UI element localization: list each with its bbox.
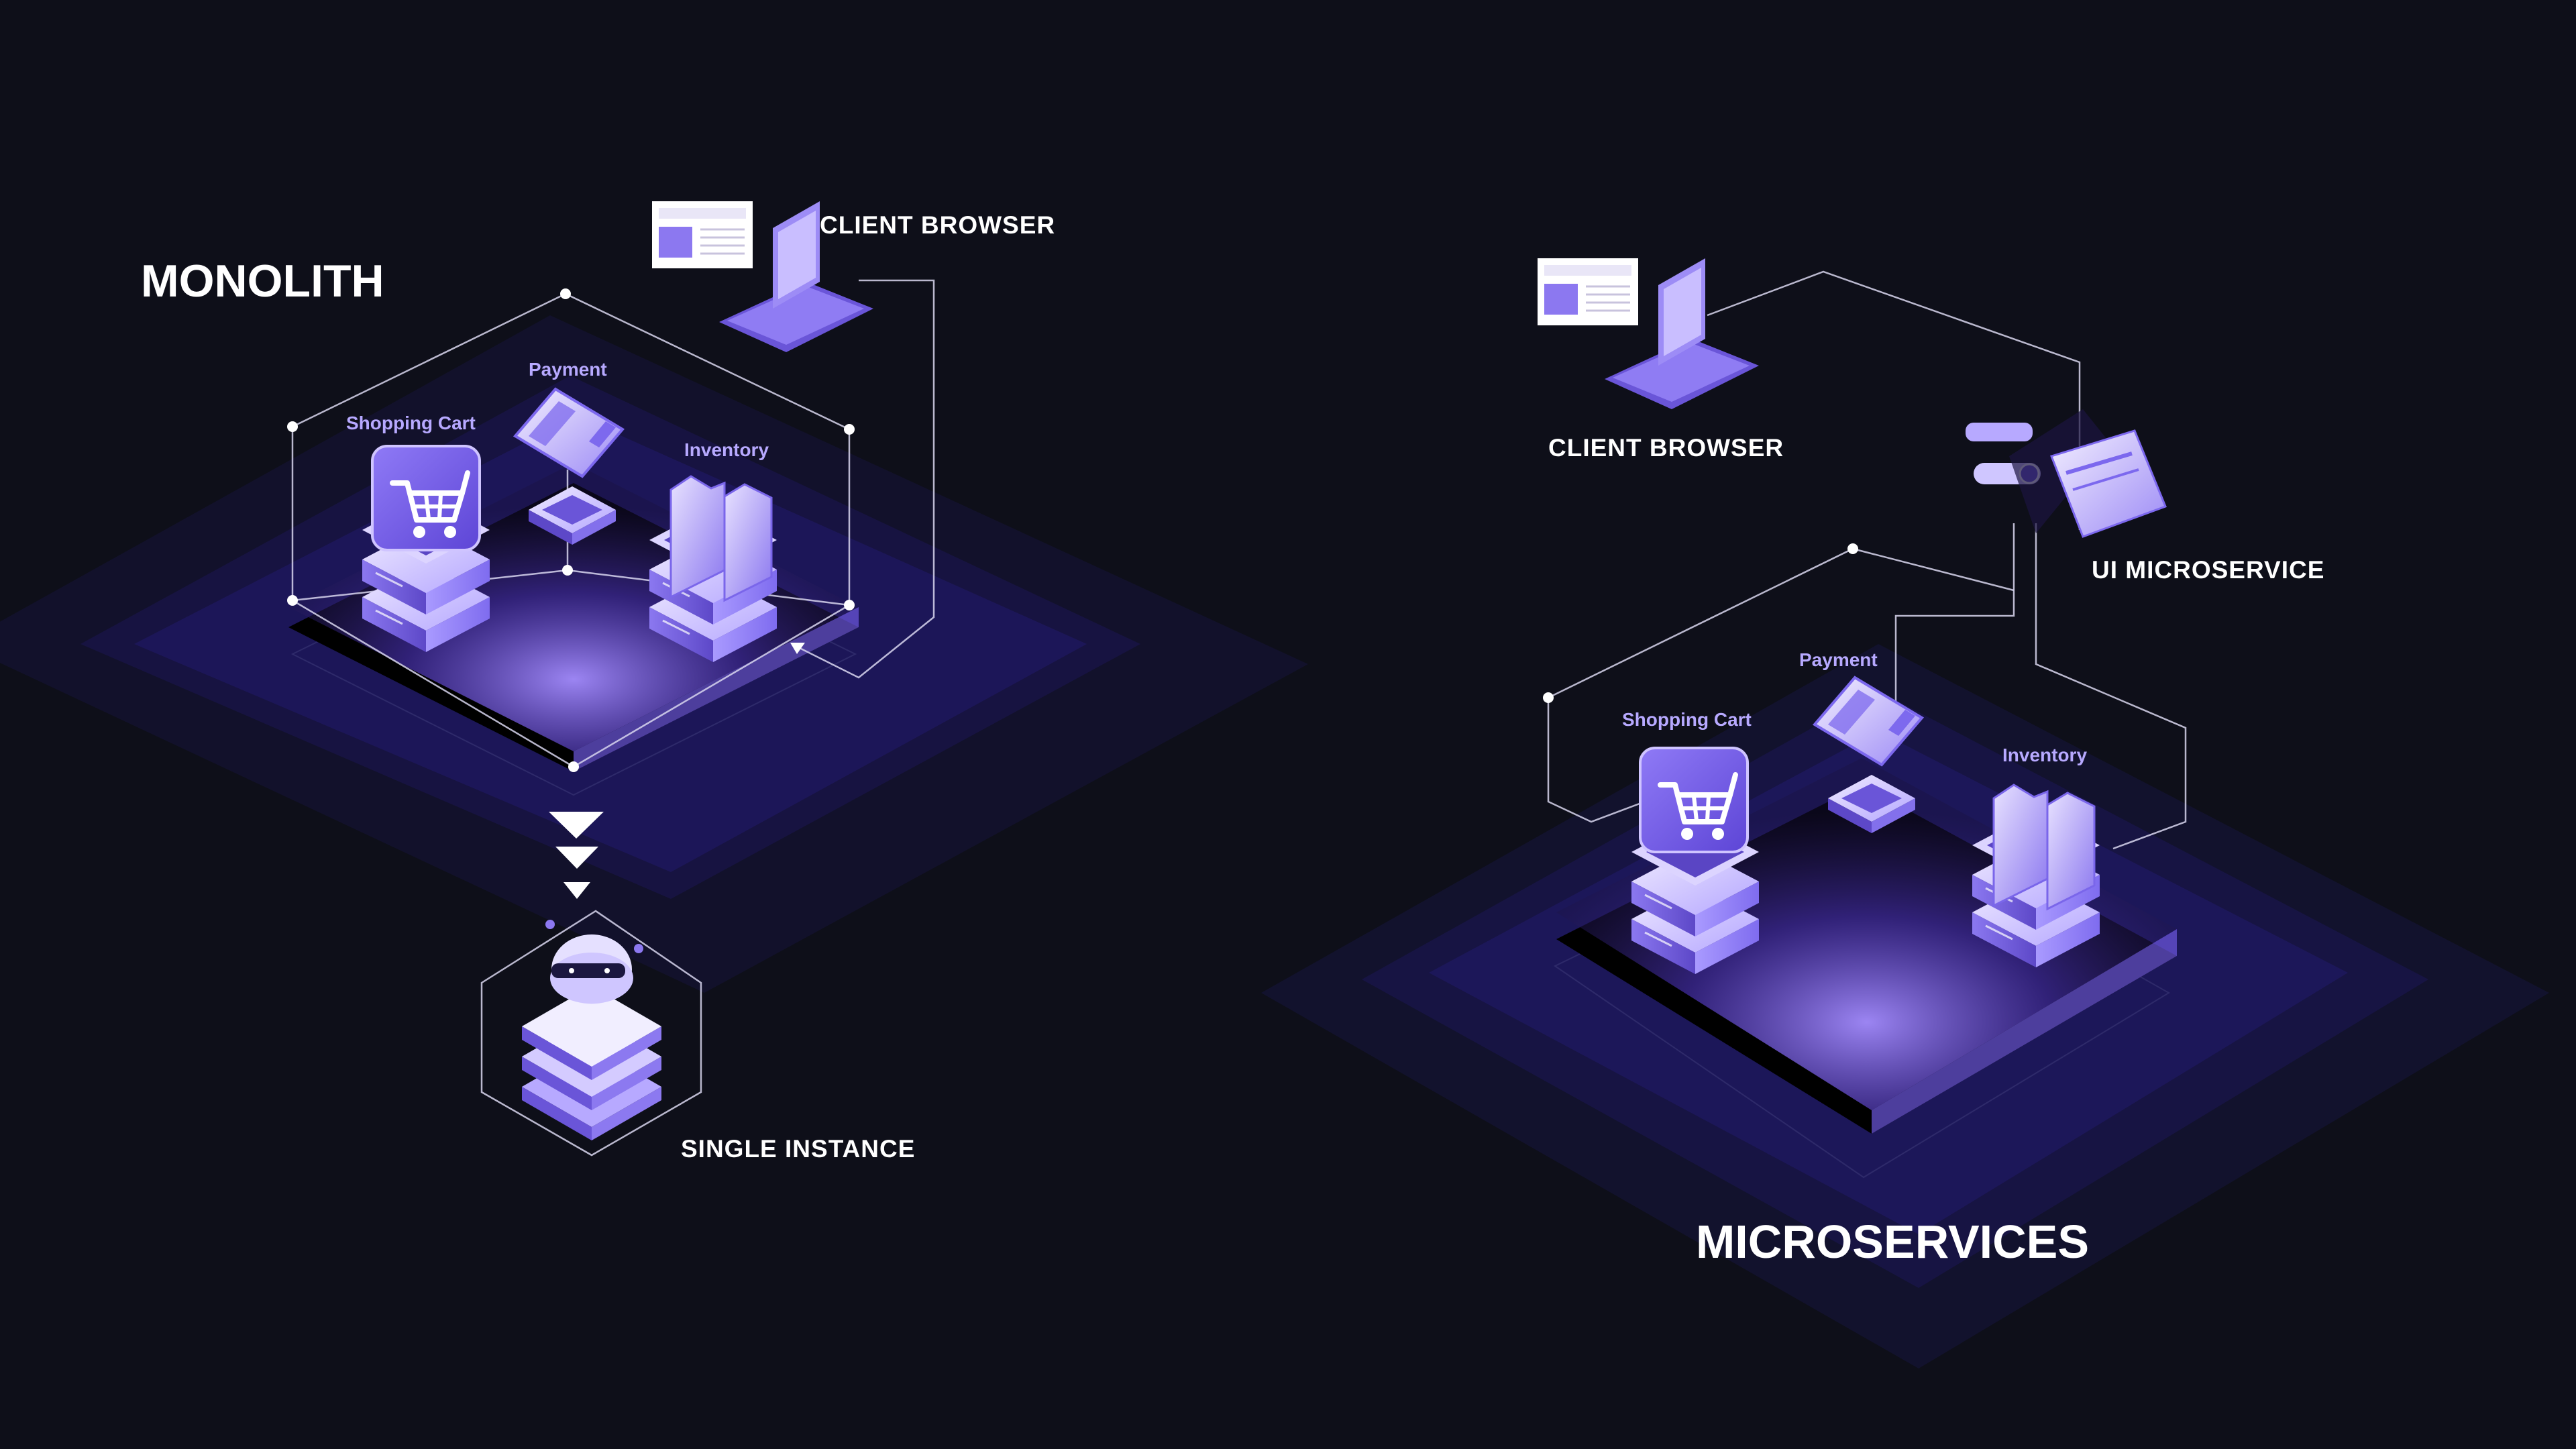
microservices-section: CLIENT BROWSER UI MICROSERVICE (1536, 257, 2324, 1268)
microservices-payment-label: Payment (1799, 649, 1878, 670)
shopping-cart-icon (372, 446, 480, 550)
monolith-client-browser: CLIENT BROWSER (651, 200, 1055, 679)
microservices-client-browser-label: CLIENT BROWSER (1548, 434, 1784, 462)
monolith-client-browser-label: CLIENT BROWSER (820, 211, 1055, 239)
microservices-payment-module: Payment (1799, 649, 1923, 835)
chevron-down-icon (549, 812, 604, 899)
monolith-payment-module: Payment (514, 359, 624, 546)
single-instance: SINGLE INSTANCE (480, 910, 915, 1163)
microservices-inventory-label: Inventory (2002, 745, 2087, 765)
toggle-window-icon (1966, 409, 2167, 538)
laptop-icon (1536, 257, 1760, 411)
single-instance-label: SINGLE INSTANCE (681, 1135, 915, 1163)
monolith-title: MONOLITH (141, 256, 384, 307)
arrow-icon (790, 643, 805, 654)
ui-microservice-label: UI MICROSERVICE (2092, 556, 2324, 584)
microservices-inventory-module: Inventory (1971, 745, 2101, 969)
monolith-shopping-cart-module: Shopping Cart (346, 413, 491, 653)
monolith-section: MONOLITH CLIENT BROWSER (141, 200, 1055, 1163)
microservices-client-browser: CLIENT BROWSER (1536, 257, 1784, 462)
robot-icon (545, 920, 643, 1004)
microservices-shopping-cart-label: Shopping Cart (1622, 709, 1752, 730)
shopping-cart-icon (1640, 748, 1748, 852)
monolith-payment-label: Payment (529, 359, 607, 380)
microservices-shopping-cart-module: Shopping Cart (1622, 709, 1760, 975)
monolith-shopping-cart-label: Shopping Cart (346, 413, 476, 433)
server-stack-icon (522, 986, 661, 1140)
ui-microservice: UI MICROSERVICE (1966, 409, 2324, 584)
monolith-inventory-module: Inventory (648, 439, 778, 663)
microservices-title: MICROSERVICES (1696, 1216, 2089, 1268)
monolith-inventory-label: Inventory (684, 439, 769, 460)
